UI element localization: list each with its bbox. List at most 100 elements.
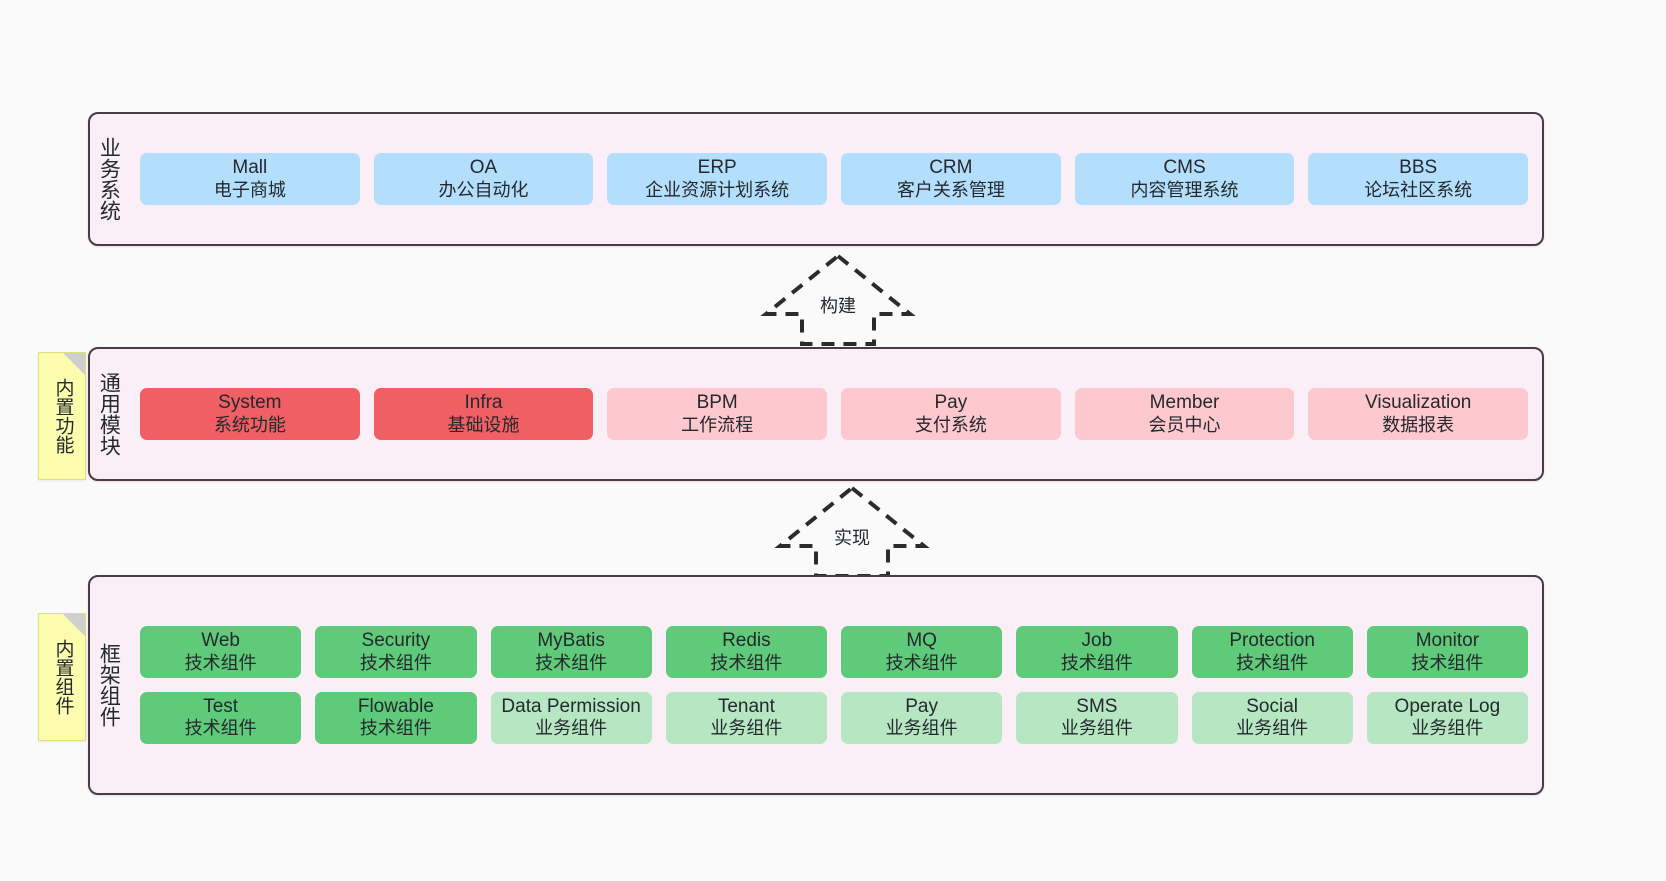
node-subtitle: 技术组件 xyxy=(1060,652,1133,673)
node-subtitle: 办公自动化 xyxy=(438,179,529,200)
node-title: SMS xyxy=(1076,696,1118,717)
node-title: Pay xyxy=(934,392,968,414)
node-social[interactable]: Social 业务组件 xyxy=(1191,692,1353,744)
arrow-build: 构建 xyxy=(758,252,918,346)
node-title: Member xyxy=(1149,392,1220,414)
layer-row: Web 技术组件 Security 技术组件 MyBatis 技术组件 Redi… xyxy=(140,626,1528,678)
node-oa[interactable]: OA 办公自动化 xyxy=(373,153,594,205)
node-subtitle: 内容管理系统 xyxy=(1130,179,1239,200)
node-web[interactable]: Web 技术组件 xyxy=(140,626,302,678)
node-title: Redis xyxy=(722,630,771,652)
node-subtitle: 业务组件 xyxy=(1060,718,1133,739)
node-title: Social xyxy=(1246,696,1298,717)
node-mall[interactable]: Mall 电子商城 xyxy=(140,153,360,205)
node-subtitle: 业务组件 xyxy=(1411,718,1484,739)
node-bbs[interactable]: BBS 论坛社区系统 xyxy=(1308,153,1529,205)
node-subtitle: 会员中心 xyxy=(1148,414,1221,435)
layer-common-modules[interactable]: 通用模块 System 系统功能 Infra 基础设施 BPM 工作流程 Pay… xyxy=(88,347,1544,481)
node-subtitle: 技术组件 xyxy=(359,652,432,673)
node-title: Pay xyxy=(905,696,938,717)
node-subtitle: 技术组件 xyxy=(885,652,958,673)
node-visualization[interactable]: Visualization 数据报表 xyxy=(1308,388,1529,440)
node-tenant[interactable]: Tenant 业务组件 xyxy=(665,692,827,744)
node-member[interactable]: Member 会员中心 xyxy=(1074,388,1295,440)
layer-title-business-system: 业务系统 xyxy=(97,137,121,221)
node-redis[interactable]: Redis 技术组件 xyxy=(665,626,827,678)
node-title: MQ xyxy=(906,630,937,652)
node-title: CRM xyxy=(929,157,973,179)
node-pay-component[interactable]: Pay 业务组件 xyxy=(841,692,1003,744)
node-sms[interactable]: SMS 业务组件 xyxy=(1016,692,1178,744)
node-cms[interactable]: CMS 内容管理系统 xyxy=(1074,153,1295,205)
node-subtitle: 企业资源计划系统 xyxy=(645,179,790,200)
node-subtitle: 支付系统 xyxy=(914,414,987,435)
node-security[interactable]: Security 技术组件 xyxy=(315,626,477,678)
node-subtitle: 业务组件 xyxy=(535,718,608,739)
node-subtitle: 技术组件 xyxy=(535,652,608,673)
node-title: Web xyxy=(201,630,240,652)
node-title: Monitor xyxy=(1415,630,1480,652)
node-flowable[interactable]: Flowable 技术组件 xyxy=(315,692,477,744)
node-title: BPM xyxy=(696,392,738,414)
node-subtitle: 业务组件 xyxy=(1236,718,1309,739)
node-title: Data Permission xyxy=(501,696,641,717)
layer-title-common-modules: 通用模块 xyxy=(97,372,121,456)
node-operate-log[interactable]: Operate Log 业务组件 xyxy=(1366,692,1528,744)
layer-business-system[interactable]: 业务系统 Mall 电子商城 OA 办公自动化 ERP 企业资源计划系统 CRM… xyxy=(88,112,1544,246)
node-subtitle: 系统功能 xyxy=(213,414,286,435)
node-title: Security xyxy=(361,630,431,652)
node-title: ERP xyxy=(697,157,737,179)
node-mq[interactable]: MQ 技术组件 xyxy=(841,626,1003,678)
node-title: Operate Log xyxy=(1394,696,1501,717)
node-title: Flowable xyxy=(357,696,434,717)
node-subtitle: 业务组件 xyxy=(710,718,783,739)
layer-body-framework-components: Web 技术组件 Security 技术组件 MyBatis 技术组件 Redi… xyxy=(126,577,1542,793)
node-title: Visualization xyxy=(1365,392,1472,414)
node-title: OA xyxy=(469,157,498,179)
arrow-outline xyxy=(760,253,916,346)
layer-row: Mall 电子商城 OA 办公自动化 ERP 企业资源计划系统 CRM 客户关系… xyxy=(140,153,1529,205)
node-subtitle: 客户关系管理 xyxy=(896,179,1005,200)
node-job[interactable]: Job 技术组件 xyxy=(1016,626,1178,678)
node-title: Job xyxy=(1081,630,1113,652)
node-data-permission[interactable]: Data Permission 业务组件 xyxy=(490,692,652,744)
node-subtitle: 电子商城 xyxy=(213,179,286,200)
note-builtin-component[interactable]: 内置组件 xyxy=(38,613,86,741)
node-erp[interactable]: ERP 企业资源计划系统 xyxy=(607,153,828,205)
node-title: MyBatis xyxy=(537,630,605,652)
node-subtitle: 论坛社区系统 xyxy=(1364,179,1473,200)
node-subtitle: 技术组件 xyxy=(1411,652,1484,673)
node-title: Protection xyxy=(1229,630,1315,652)
note-builtin-function[interactable]: 内置功能 xyxy=(38,352,86,480)
node-subtitle: 技术组件 xyxy=(184,652,257,673)
arrow-outline xyxy=(774,485,930,578)
node-title: BBS xyxy=(1399,157,1438,179)
node-subtitle: 工作流程 xyxy=(681,414,754,435)
node-protection[interactable]: Protection 技术组件 xyxy=(1191,626,1353,678)
node-infra[interactable]: Infra 基础设施 xyxy=(373,388,594,440)
node-monitor[interactable]: Monitor 技术组件 xyxy=(1366,626,1528,678)
node-system[interactable]: System 系统功能 xyxy=(140,388,360,440)
node-mybatis[interactable]: MyBatis 技术组件 xyxy=(490,626,652,678)
node-pay[interactable]: Pay 支付系统 xyxy=(841,388,1061,440)
node-bpm[interactable]: BPM 工作流程 xyxy=(607,388,828,440)
node-title: CMS xyxy=(1163,157,1206,179)
layer-body-business-system: Mall 电子商城 OA 办公自动化 ERP 企业资源计划系统 CRM 客户关系… xyxy=(126,114,1542,244)
node-title: System xyxy=(218,392,282,414)
node-crm[interactable]: CRM 客户关系管理 xyxy=(841,153,1061,205)
node-title: Mall xyxy=(232,157,268,179)
node-subtitle: 技术组件 xyxy=(1236,652,1309,673)
layer-row: Test 技术组件 Flowable 技术组件 Data Permission … xyxy=(140,692,1528,744)
node-subtitle: 数据报表 xyxy=(1382,414,1455,435)
node-subtitle: 技术组件 xyxy=(710,652,783,673)
node-title: Test xyxy=(203,696,239,717)
layer-framework-components[interactable]: 框架组件 Web 技术组件 Security 技术组件 MyBatis 技术组件… xyxy=(88,575,1544,795)
note-label: 内置功能 xyxy=(52,378,74,454)
node-subtitle: 业务组件 xyxy=(885,718,958,739)
layer-body-common-modules: System 系统功能 Infra 基础设施 BPM 工作流程 Pay 支付系统… xyxy=(126,349,1542,479)
arrow-implement: 实现 xyxy=(772,484,932,578)
node-test[interactable]: Test 技术组件 xyxy=(140,692,302,744)
node-title: Infra xyxy=(464,392,503,414)
layer-row: System 系统功能 Infra 基础设施 BPM 工作流程 Pay 支付系统… xyxy=(140,388,1529,440)
